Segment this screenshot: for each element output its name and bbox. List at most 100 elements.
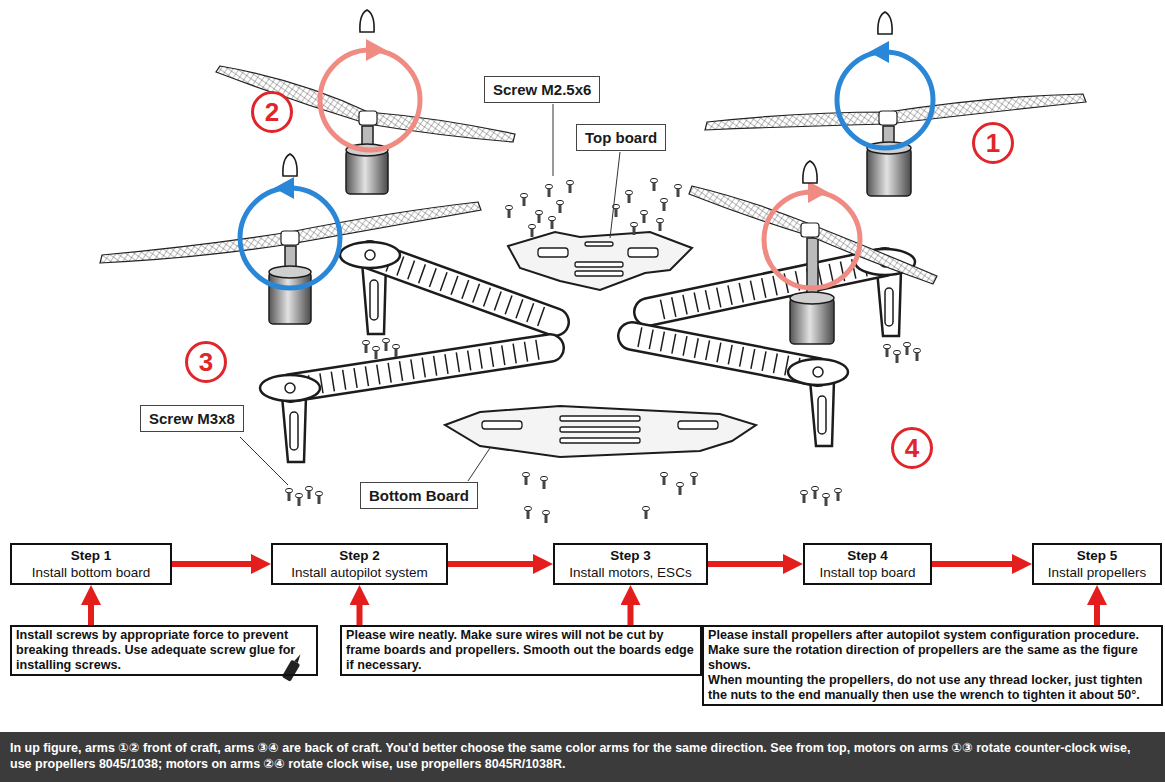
- propeller: [689, 186, 810, 236]
- propeller: [100, 66, 1086, 284]
- note-text: Install screws by appropriate force to p…: [16, 628, 312, 673]
- propeller: [705, 112, 888, 130]
- bottom-board: [445, 406, 756, 457]
- prop-nut: [283, 10, 892, 183]
- leader-line: [610, 152, 620, 238]
- note-box: Please install propellers after autopilo…: [702, 625, 1163, 706]
- screw: [382, 338, 389, 351]
- prop-nut: [360, 10, 374, 32]
- callout-number: 1: [971, 121, 1015, 165]
- rotation-arrow: [764, 192, 860, 288]
- screw: [642, 506, 649, 519]
- note-box: Install screws by appropriate force to p…: [10, 625, 318, 676]
- landing-leg: [818, 396, 826, 434]
- screw: [625, 190, 632, 203]
- landing-leg: [282, 396, 306, 462]
- screw: [800, 490, 807, 503]
- rotation-arrow: [837, 52, 933, 148]
- frame-arm: [655, 264, 877, 311]
- screw: [660, 472, 667, 485]
- screw: [834, 488, 841, 501]
- callout-number: 2: [250, 90, 294, 134]
- propeller: [359, 111, 377, 125]
- bottom-board: [560, 416, 640, 421]
- part-label: Bottom Board: [360, 482, 478, 509]
- callout-number: 4: [905, 435, 919, 461]
- note-text: Please install propellers after autopilo…: [708, 628, 1157, 673]
- flow-arrow: [448, 561, 539, 567]
- screw: [372, 346, 379, 359]
- screw: [524, 506, 531, 519]
- flow-arrow: [1094, 599, 1100, 625]
- top-board: [585, 242, 613, 246]
- callout-circle: [893, 429, 932, 468]
- screw: [505, 205, 512, 218]
- top-board: [628, 248, 658, 257]
- screw: [305, 486, 312, 499]
- flow-arrow: [88, 599, 94, 625]
- screw: [315, 491, 322, 504]
- flow-arrow: [172, 561, 257, 567]
- landing-leg: [370, 280, 378, 320]
- landing-leg: [282, 262, 901, 462]
- step-text: Step 1: [20, 547, 162, 564]
- screw: [656, 218, 663, 231]
- prop-nut: [878, 12, 892, 34]
- top-board: [508, 232, 692, 290]
- top-board: [575, 262, 623, 267]
- screw: [392, 344, 399, 357]
- leader-line: [553, 104, 554, 176]
- propeller: [290, 202, 481, 244]
- screw: [660, 198, 667, 211]
- glue-icon: [294, 653, 302, 663]
- top-board: [575, 271, 623, 276]
- motor: [807, 238, 818, 300]
- rotation-arrow: [869, 41, 889, 63]
- screw: [566, 180, 573, 193]
- rotation-arrow: [808, 181, 828, 203]
- part-label: Screw M3x8: [140, 405, 244, 432]
- screw: [811, 486, 818, 499]
- screw: [362, 340, 369, 353]
- rotation-arrow: [274, 177, 294, 199]
- frame-arm: [290, 348, 550, 388]
- leader-line: [468, 448, 490, 481]
- screw: [822, 493, 829, 506]
- landing-leg: [885, 288, 893, 326]
- screw: [285, 488, 292, 501]
- info-band: In up figure, arms ①② front of craft, ar…: [0, 732, 1165, 782]
- screw: [556, 200, 563, 213]
- motor-mount: [788, 359, 848, 385]
- callout-number: 4: [890, 426, 934, 470]
- frame-arm: [298, 349, 543, 387]
- part-label: Top board: [585, 128, 657, 147]
- step-text: Step 5: [1042, 547, 1152, 564]
- callout-number: 3: [199, 349, 213, 375]
- top-board: [508, 232, 692, 290]
- part-label: Top board: [576, 124, 666, 151]
- screw: [883, 344, 890, 357]
- part-label: Bottom Board: [369, 486, 469, 505]
- screw: [520, 193, 527, 206]
- step-text: Step 2: [281, 547, 438, 564]
- step-text: Step 3: [563, 547, 698, 564]
- bottom-board: [445, 406, 756, 457]
- screw: [535, 210, 542, 223]
- motor-mount: [365, 250, 375, 260]
- rotation-arrow: [320, 50, 420, 150]
- top-board: [538, 248, 568, 257]
- prop-nut: [803, 161, 817, 183]
- flow-arrow: [628, 599, 634, 625]
- screw: [630, 222, 637, 235]
- info-text: In up figure, arms ①② front of craft, ar…: [10, 740, 1155, 772]
- screw: [522, 472, 529, 485]
- propeller: [879, 111, 897, 125]
- note-box: Please wire neatly. Make sure wires will…: [340, 625, 702, 676]
- leader-line: [240, 104, 620, 485]
- part-label: Screw M2.5x6: [493, 80, 591, 99]
- landing-leg: [877, 270, 901, 336]
- screw: [674, 184, 681, 197]
- frame-arm: [639, 337, 810, 370]
- propeller: [801, 223, 819, 237]
